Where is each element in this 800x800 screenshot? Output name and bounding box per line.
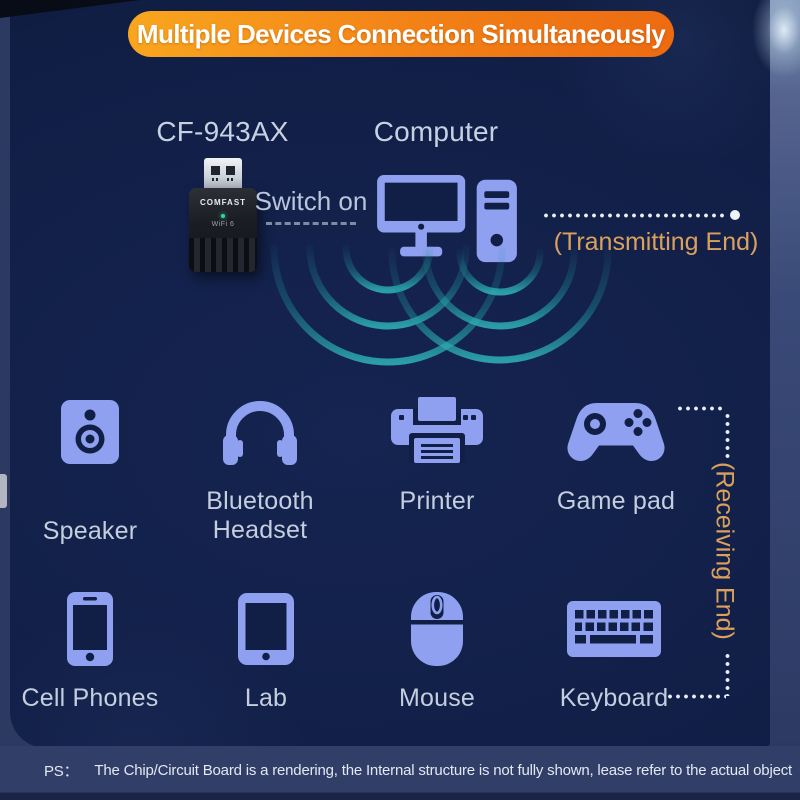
printer-icon [391, 397, 483, 463]
banner: Multiple Devices Connection Simultaneous… [128, 11, 674, 57]
switch-on-underline [266, 222, 356, 225]
mouse-icon [411, 592, 463, 666]
device-label: Bluetooth [206, 487, 314, 515]
transmitting-end-label: (Transmitting End) [553, 228, 759, 256]
computer-label: Computer [373, 116, 499, 147]
receiving-dotted-line-right [725, 652, 730, 696]
edge-mark [0, 474, 7, 508]
keyboard-icon [567, 601, 661, 657]
device-cell-phones: Cell Phones [19, 590, 161, 713]
device-label: Game pad [556, 487, 676, 515]
footer-note-bar: PS： The Chip/Circuit Board is a renderin… [0, 746, 800, 800]
device-gamepad: Game pad [536, 396, 696, 516]
led-indicator [221, 214, 225, 218]
background-photo-strip [752, 0, 800, 748]
footer-note: The Chip/Circuit Board is a rendering, t… [94, 761, 792, 779]
line-end-dot [730, 210, 740, 220]
transmit-dotted-line [542, 210, 740, 220]
device-label: Headset [212, 515, 308, 544]
receiving-dotted-line-bottom [666, 694, 726, 699]
gamepad-icon [567, 403, 665, 461]
usb-adapter-icon: COMFAST WiFi 6 [189, 158, 257, 272]
adapter-body: COMFAST WiFi 6 [189, 188, 257, 272]
adapter-heatsink-ribs [189, 238, 257, 272]
device-label: Keyboard [559, 684, 669, 712]
computer-icon [377, 175, 517, 263]
headset-icon [223, 401, 297, 465]
switch-on-label: Switch on [254, 186, 368, 216]
tablet-icon [238, 593, 294, 665]
wifi6-badge: WiFi 6 [211, 221, 235, 228]
device-tablet: Lab [186, 590, 346, 713]
device-bluetooth-headset: Bluetooth Headset [174, 396, 346, 545]
usb-plug [204, 158, 242, 189]
wifi-signal-ripples-icon [270, 244, 612, 366]
adapter-brand-label: COMFAST [199, 198, 247, 207]
receiving-end-label: (Receiving End) [710, 462, 739, 640]
device-label: Printer [399, 487, 475, 515]
device-label: Mouse [398, 684, 476, 712]
device-label: Cell Phones [21, 684, 159, 712]
device-label: Speaker [42, 517, 138, 545]
speaker-icon [61, 400, 119, 464]
device-mouse: Mouse [357, 590, 517, 713]
usb-contact [211, 166, 220, 181]
receiving-dotted-line-top [676, 406, 726, 411]
device-keyboard: Keyboard [534, 590, 694, 713]
adapter-model-label: CF-943AX [156, 116, 289, 147]
device-printer: Printer [357, 396, 517, 516]
usb-contact [226, 166, 235, 181]
receiving-dotted-line-right [725, 412, 730, 460]
cellphone-icon [67, 592, 113, 666]
footer-prefix: PS： [44, 762, 79, 780]
device-label: Lab [244, 684, 288, 712]
device-speaker: Speaker [19, 396, 161, 546]
